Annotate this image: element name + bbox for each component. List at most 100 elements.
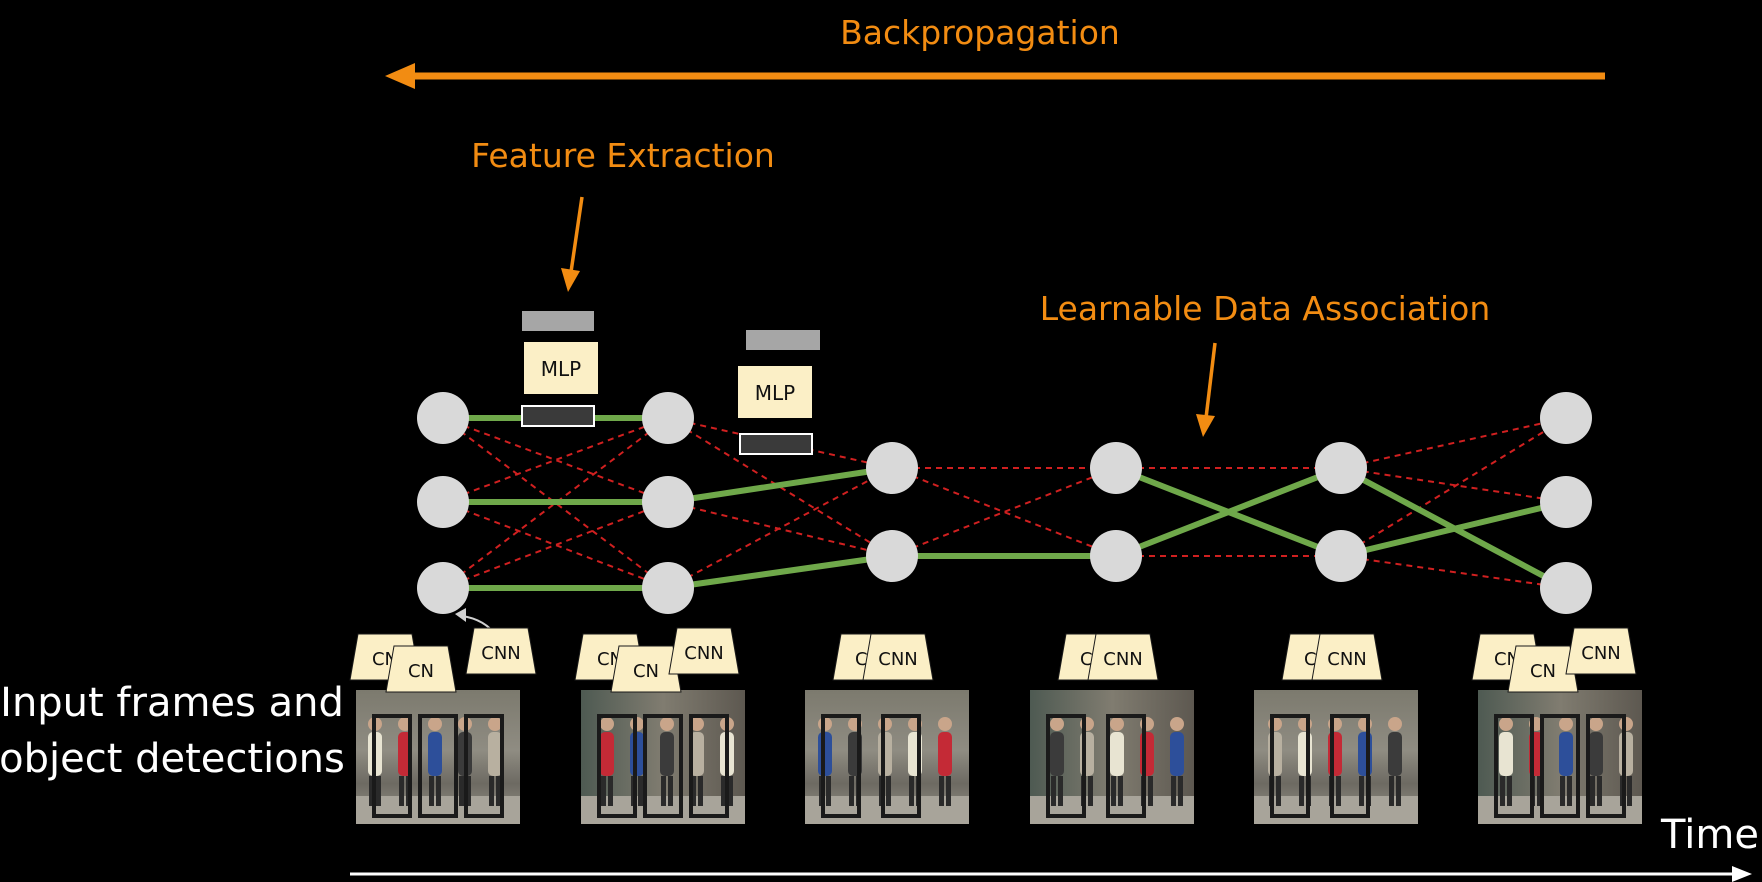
- candidate-edge: [891, 467, 1117, 557]
- pedestrian-leg: [496, 776, 501, 806]
- cnn-module: CNN: [1565, 627, 1637, 675]
- pedestrian: [428, 732, 442, 776]
- detection-node: [642, 476, 694, 528]
- pedestrian-leg: [429, 776, 434, 806]
- detection-box: [821, 714, 861, 818]
- candidate-edge: [442, 417, 669, 503]
- cnn-label: CN: [633, 661, 659, 682]
- pedestrian: [600, 732, 614, 776]
- pedestrian: [660, 732, 674, 776]
- pedestrian-leg: [1088, 776, 1093, 806]
- detection-node: [1315, 530, 1367, 582]
- pedestrian-leg: [826, 776, 831, 806]
- pedestrian-leg: [1171, 776, 1176, 806]
- cnn-label: CNN: [878, 649, 918, 670]
- pedestrian-leg: [1500, 776, 1505, 806]
- graph-nodes: [417, 392, 1592, 614]
- pedestrian: [1110, 732, 1124, 776]
- detection-node: [642, 562, 694, 614]
- feature-vector-dark: [521, 405, 595, 427]
- feature-extraction-arrow: [561, 196, 584, 292]
- pedestrian-leg: [886, 776, 891, 806]
- cnn-label: CNN: [481, 643, 521, 664]
- cnn-label: CNN: [1103, 649, 1143, 670]
- cnn-label: CNN: [684, 643, 724, 664]
- cnn-shape: [465, 627, 537, 675]
- cnn-shape: [1565, 627, 1637, 675]
- pedestrian-head: [1499, 717, 1513, 731]
- detection-box: [1330, 714, 1370, 818]
- pedestrian: [1589, 732, 1603, 776]
- detection-node: [1540, 392, 1592, 444]
- pedestrian-leg: [691, 776, 696, 806]
- detection-box: [1586, 714, 1626, 818]
- pedestrian-head: [938, 717, 952, 731]
- cnn-module: CNN: [862, 633, 934, 681]
- pedestrian: [1499, 732, 1513, 776]
- pedestrian-leg: [1336, 776, 1341, 806]
- pedestrian-leg: [601, 776, 606, 806]
- pedestrian-leg: [466, 776, 471, 806]
- pedestrian-leg: [698, 776, 703, 806]
- detection-box: [1270, 714, 1310, 818]
- detection-box: [1106, 714, 1146, 818]
- pedestrian-leg: [668, 776, 673, 806]
- candidate-edge: [442, 417, 669, 503]
- pedestrian: [1050, 732, 1064, 776]
- candidate-edge: [442, 501, 669, 589]
- feature-extraction-label: Feature Extraction: [471, 136, 775, 175]
- pedestrian-head: [1170, 717, 1184, 731]
- detection-node: [1540, 476, 1592, 528]
- pedestrian-leg: [1389, 776, 1394, 806]
- pedestrian-leg: [661, 776, 666, 806]
- pedestrian-leg: [1359, 776, 1364, 806]
- detection-box: [372, 714, 412, 818]
- pedestrian-leg: [1560, 776, 1565, 806]
- cnn-module: CN: [610, 645, 682, 693]
- mlp-label: MLP: [755, 381, 795, 405]
- pedestrian-leg: [1111, 776, 1116, 806]
- detection-node: [417, 562, 469, 614]
- data-association-arrow: [1196, 342, 1217, 437]
- pedestrian-head: [690, 717, 704, 731]
- pedestrian-leg: [1178, 776, 1183, 806]
- detection-box: [1494, 714, 1534, 818]
- pedestrian: [488, 732, 502, 776]
- input-frames: CNCNCNNCNCNCNNCNCNNCNCNNCNCNNCNCNCNN: [349, 627, 1642, 824]
- pedestrian-leg: [608, 776, 613, 806]
- candidate-edge: [1340, 417, 1567, 469]
- candidate-edge: [891, 467, 1117, 557]
- cnn-module: CNN: [1311, 633, 1383, 681]
- detection-box: [689, 714, 729, 818]
- cnn-label: CN: [408, 661, 434, 682]
- detection-box: [597, 714, 637, 818]
- mlp-box: [524, 342, 598, 394]
- pedestrian: [1388, 732, 1402, 776]
- cnn-module: CNN: [465, 627, 537, 675]
- detection-node: [417, 476, 469, 528]
- pedestrian-leg: [1537, 776, 1542, 806]
- cnn-module: CN: [1507, 645, 1579, 693]
- pedestrian-leg: [1507, 776, 1512, 806]
- detection-node: [1540, 562, 1592, 614]
- pedestrian-head: [1050, 717, 1064, 731]
- detection-box: [1540, 714, 1580, 818]
- active-edges: [443, 415, 1568, 591]
- detection-box: [643, 714, 683, 818]
- pedestrian-leg: [376, 776, 381, 806]
- feature-vector-light: [522, 311, 594, 331]
- pedestrian: [1559, 732, 1573, 776]
- cnn-shape: [1087, 633, 1159, 681]
- candidate-edge: [442, 501, 669, 589]
- pedestrian-head: [600, 717, 614, 731]
- learnable-data-association-label: Learnable Data Association: [1040, 289, 1491, 328]
- detection-box: [881, 714, 921, 818]
- detection-box: [418, 714, 458, 818]
- active-edge: [1340, 499, 1567, 559]
- pedestrian-leg: [909, 776, 914, 806]
